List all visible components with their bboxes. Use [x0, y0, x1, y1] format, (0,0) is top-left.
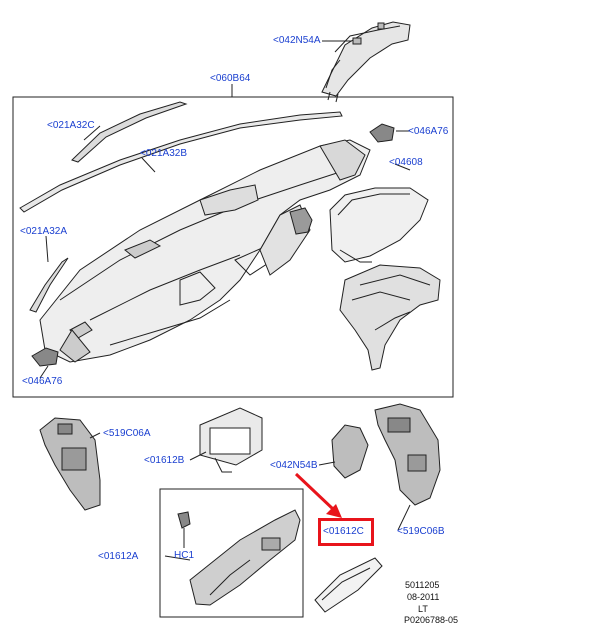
callout-HC1[interactable]: HC1 — [174, 550, 195, 561]
frame-01612C-drawing — [314, 557, 383, 613]
callout-04608[interactable]: <04608 — [389, 157, 423, 168]
callout-046A76-top[interactable]: <046A76 — [408, 126, 449, 137]
strip-021A32C-drawing — [71, 101, 188, 163]
highlight-box-01612C — [318, 518, 374, 546]
callout-021A32B[interactable]: <021A32B — [140, 148, 187, 159]
callout-01612B[interactable]: <01612B — [144, 455, 185, 466]
cluster-hood-04608-drawing — [329, 187, 429, 263]
part-042N54A-drawing — [321, 21, 411, 103]
console-assembly-frame — [159, 488, 304, 618]
red-arrow-icon — [294, 472, 342, 518]
vent-046A76-bottom-drawing — [31, 347, 59, 367]
dashboard-assembly-frame — [12, 96, 454, 398]
callout-046A76-bottom[interactable]: <046A76 — [22, 376, 63, 387]
callout-021A32C[interactable]: <021A32C — [47, 120, 95, 131]
callout-01612C[interactable]: <01612C — [323, 526, 364, 537]
trim-519C06B-drawing — [374, 403, 441, 506]
bezel-01612B-drawing — [199, 407, 263, 473]
vent-046A76-top-drawing — [369, 123, 395, 143]
strip-021A32B-drawing — [19, 111, 343, 213]
strip-021A32A-drawing — [29, 257, 69, 313]
reference-number: 5011205 — [405, 580, 440, 590]
callout-021A32A[interactable]: <021A32A — [20, 226, 67, 237]
vent-042N54B-drawing — [331, 424, 369, 479]
panel-01612A-drawing — [189, 509, 301, 606]
reference-date: 08-2011 — [407, 592, 440, 602]
callout-042N54A[interactable]: <042N54A — [273, 35, 321, 46]
callout-01612A[interactable]: <01612A — [98, 551, 139, 562]
callout-060B64[interactable]: <060B64 — [210, 73, 251, 84]
clip-HC1-drawing — [177, 511, 191, 529]
callout-042N54B[interactable]: <042N54B — [270, 460, 318, 471]
trim-519C06A-drawing — [39, 417, 101, 511]
reference-part-number: P0206788-05 — [404, 615, 459, 625]
reference-code: LT — [418, 604, 428, 614]
dashboard-060B64-drawing — [39, 139, 371, 363]
bracket-assembly-drawing — [339, 264, 441, 371]
clip-drawing — [289, 207, 313, 235]
callout-519C06A[interactable]: <519C06A — [103, 428, 151, 439]
callout-519C06B[interactable]: <519C06B — [397, 526, 445, 537]
